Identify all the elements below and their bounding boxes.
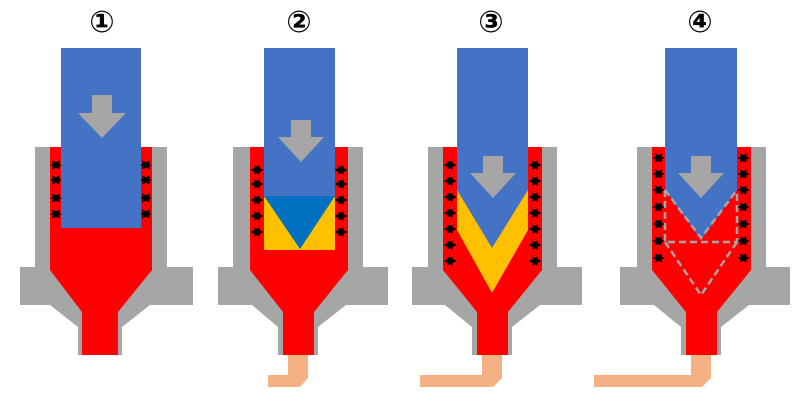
step-4-dashed-outline xyxy=(663,189,739,298)
step-4-panel: ④ xyxy=(594,5,790,387)
step-2-pressure-arrows xyxy=(250,165,348,237)
step-3-filament xyxy=(457,48,528,248)
step-2-down-arrow-icon xyxy=(278,120,324,162)
step-3-label: ③ xyxy=(478,5,503,40)
step-4-filament xyxy=(665,48,737,240)
step-4-pressure-arrows xyxy=(652,153,750,263)
step-1-panel: ① xyxy=(20,5,193,355)
step-3-extrudate xyxy=(420,355,502,387)
step-1-pressure-arrows xyxy=(50,160,152,219)
step-4-down-arrow-icon xyxy=(678,156,724,198)
step-1-down-arrow-icon xyxy=(78,95,126,138)
step-3-down-arrow-icon xyxy=(470,156,516,198)
step-4-extrudate xyxy=(594,355,711,387)
step-3-panel: ③ xyxy=(412,5,582,387)
step-1-filament xyxy=(61,48,141,228)
step-2-extrudate xyxy=(268,355,308,387)
step-4-label: ④ xyxy=(687,5,712,40)
step-3-pressure-arrows xyxy=(443,160,542,266)
step-2-panel: ② xyxy=(218,5,388,387)
step-1-label: ① xyxy=(89,5,114,40)
step-2-filament-tip xyxy=(264,196,335,249)
step-2-label: ② xyxy=(286,5,311,40)
